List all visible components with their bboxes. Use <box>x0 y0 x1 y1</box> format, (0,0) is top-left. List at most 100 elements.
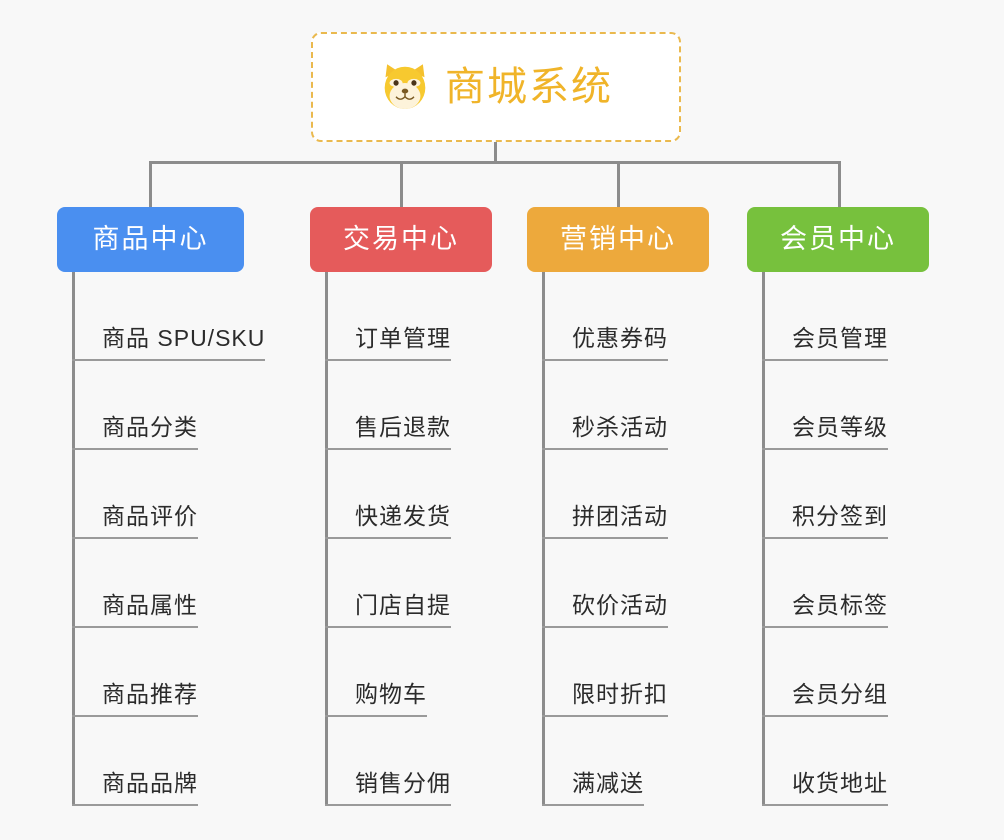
leaf-label: 购物车 <box>355 681 427 708</box>
branch-header-1-label: 商品中心 <box>92 224 209 254</box>
leaf-inner: 商品评价 <box>72 502 198 539</box>
leaf-label: 销售分佣 <box>355 770 451 797</box>
root-node[interactable]: 商城系统 <box>311 32 681 142</box>
leaf-item[interactable]: 会员等级 <box>747 361 929 450</box>
leaf-label: 商品属性 <box>102 592 198 619</box>
leaf-item[interactable]: 门店自提 <box>310 539 492 628</box>
connector-horizontal-bus <box>149 161 841 164</box>
leaf-inner: 会员分组 <box>762 680 888 717</box>
leaf-inner: 商品推荐 <box>72 680 198 717</box>
leaf-inner: 售后退款 <box>325 413 451 450</box>
leaf-label: 订单管理 <box>355 325 451 352</box>
leaf-inner: 收货地址 <box>762 769 888 806</box>
leaf-list-1: 商品 SPU/SKU 商品分类 商品评价 商品属性 商品推荐 <box>57 272 266 806</box>
leaf-item[interactable]: 会员分组 <box>747 628 929 717</box>
branch-trunk-3 <box>542 272 545 806</box>
leaf-item[interactable]: 砍价活动 <box>527 539 709 628</box>
connector-root-stem <box>494 142 497 164</box>
leaf-label: 商品评价 <box>102 503 198 530</box>
branch-column-1: 商品中心 商品 SPU/SKU 商品分类 商品评价 商品属性 <box>57 207 266 806</box>
branch-header-3-label: 营销中心 <box>560 224 676 254</box>
leaf-label: 商品 SPU/SKU <box>102 325 266 352</box>
leaf-item[interactable]: 会员标签 <box>747 539 929 628</box>
leaf-item[interactable]: 秒杀活动 <box>527 361 709 450</box>
leaf-item[interactable]: 满减送 <box>527 717 709 806</box>
leaf-item[interactable]: 收货地址 <box>747 717 929 806</box>
leaf-list-4: 会员管理 会员等级 积分签到 会员标签 会员分组 <box>747 272 929 806</box>
leaf-item[interactable]: 拼团活动 <box>527 450 709 539</box>
leaf-inner: 销售分佣 <box>325 769 451 806</box>
leaf-label: 积分签到 <box>792 503 888 530</box>
leaf-inner: 快递发货 <box>325 502 451 539</box>
connector-drop-4 <box>838 161 841 207</box>
leaf-label: 会员标签 <box>792 592 888 619</box>
branch-trunk-4 <box>762 272 765 806</box>
leaf-label: 会员分组 <box>792 681 888 708</box>
leaf-list-2: 订单管理 售后退款 快递发货 门店自提 购物车 <box>310 272 492 806</box>
branch-header-2-label: 交易中心 <box>343 224 459 254</box>
leaf-label: 商品分类 <box>102 414 198 441</box>
leaf-item[interactable]: 商品 SPU/SKU <box>57 272 266 361</box>
leaf-item[interactable]: 快递发货 <box>310 450 492 539</box>
leaf-inner: 商品属性 <box>72 591 198 628</box>
leaf-item[interactable]: 购物车 <box>310 628 492 717</box>
leaf-label: 商品品牌 <box>102 770 198 797</box>
leaf-item[interactable]: 商品评价 <box>57 450 244 539</box>
leaf-inner: 商品 SPU/SKU <box>72 324 266 361</box>
branch-trunk-2 <box>325 272 328 806</box>
connector-drop-3 <box>617 161 620 207</box>
leaf-inner: 会员标签 <box>762 591 888 628</box>
leaf-label: 限时折扣 <box>572 681 668 708</box>
leaf-inner: 商品分类 <box>72 413 198 450</box>
leaf-inner: 拼团活动 <box>542 502 668 539</box>
leaf-list-3: 优惠券码 秒杀活动 拼团活动 砍价活动 限时折扣 <box>527 272 709 806</box>
leaf-inner: 商品品牌 <box>72 769 198 806</box>
leaf-item[interactable]: 售后退款 <box>310 361 492 450</box>
branch-header-1[interactable]: 商品中心 <box>57 207 244 272</box>
branch-column-2: 交易中心 订单管理 售后退款 快递发货 门店自提 <box>310 207 492 806</box>
leaf-label: 拼团活动 <box>572 503 668 530</box>
branch-header-4-label: 会员中心 <box>780 224 896 254</box>
branch-header-2[interactable]: 交易中心 <box>310 207 492 272</box>
leaf-inner: 优惠券码 <box>542 324 668 361</box>
branch-trunk-1 <box>72 272 75 806</box>
leaf-inner: 订单管理 <box>325 324 451 361</box>
leaf-inner: 门店自提 <box>325 591 451 628</box>
leaf-inner: 会员管理 <box>762 324 888 361</box>
leaf-item[interactable]: 商品推荐 <box>57 628 244 717</box>
connector-drop-2 <box>400 161 403 207</box>
leaf-label: 门店自提 <box>355 592 451 619</box>
leaf-item[interactable]: 限时折扣 <box>527 628 709 717</box>
leaf-item[interactable]: 订单管理 <box>310 272 492 361</box>
leaf-item[interactable]: 商品属性 <box>57 539 244 628</box>
leaf-inner: 满减送 <box>542 769 644 806</box>
leaf-item[interactable]: 商品分类 <box>57 361 244 450</box>
leaf-label: 收货地址 <box>792 770 888 797</box>
leaf-inner: 限时折扣 <box>542 680 668 717</box>
leaf-item[interactable]: 会员管理 <box>747 272 929 361</box>
branch-header-3[interactable]: 营销中心 <box>527 207 709 272</box>
root-title: 商城系统 <box>445 65 613 109</box>
leaf-label: 会员管理 <box>792 325 888 352</box>
branch-column-3: 营销中心 优惠券码 秒杀活动 拼团活动 砍价活动 <box>527 207 709 806</box>
branch-column-4: 会员中心 会员管理 会员等级 积分签到 会员标签 <box>747 207 929 806</box>
leaf-label: 优惠券码 <box>572 325 668 352</box>
leaf-label: 商品推荐 <box>102 681 198 708</box>
leaf-inner: 砍价活动 <box>542 591 668 628</box>
leaf-inner: 会员等级 <box>762 413 888 450</box>
leaf-inner: 积分签到 <box>762 502 888 539</box>
leaf-item[interactable]: 商品品牌 <box>57 717 244 806</box>
leaf-item[interactable]: 优惠券码 <box>527 272 709 361</box>
leaf-label: 会员等级 <box>792 414 888 441</box>
branch-header-4[interactable]: 会员中心 <box>747 207 929 272</box>
leaf-item[interactable]: 积分签到 <box>747 450 929 539</box>
connector-drop-1 <box>149 161 152 207</box>
dog-face-icon <box>379 61 431 113</box>
leaf-item[interactable]: 销售分佣 <box>310 717 492 806</box>
leaf-inner: 购物车 <box>325 680 427 717</box>
leaf-label: 售后退款 <box>355 414 451 441</box>
leaf-label: 砍价活动 <box>572 592 668 619</box>
leaf-label: 快递发货 <box>355 503 451 530</box>
leaf-label: 满减送 <box>572 770 644 797</box>
